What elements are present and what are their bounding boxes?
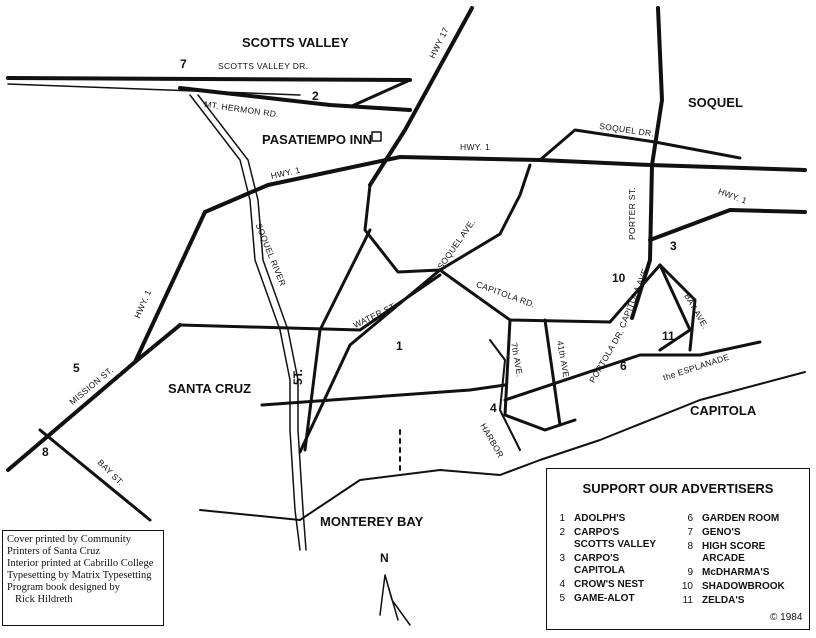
marker-8: 8 <box>42 445 49 459</box>
hwy1-east-road <box>648 208 807 242</box>
mt-hermon-connector <box>350 78 412 108</box>
scotts-valley-dr-road-lower <box>7 83 301 96</box>
road-label-porter: PORTER ST. <box>627 187 637 240</box>
marker-2: 2 <box>312 89 319 103</box>
copyright-text: © 1984 <box>770 612 803 623</box>
marker-4: 4 <box>490 401 497 415</box>
town-label-capitola: CAPITOLA <box>690 403 757 418</box>
hwy17-road <box>368 6 474 187</box>
water-st-road <box>318 228 372 332</box>
marker-11: 11 <box>662 329 675 343</box>
water-st-horizontal <box>178 273 442 332</box>
coastline <box>199 371 806 521</box>
town-label-santa-cruz: SANTA CRUZ <box>168 381 252 396</box>
soquel-river <box>189 94 301 551</box>
mt-hermon-road <box>178 86 412 112</box>
north-label: N <box>380 551 389 565</box>
pasatiempo-marker-icon <box>371 131 382 142</box>
road-label-fifth-st: 5T. <box>291 368 305 385</box>
scotts-valley-dr-road <box>6 76 412 82</box>
hwy1-left-road <box>133 210 207 364</box>
marker-6: 6 <box>620 359 627 373</box>
soquel-dr-road <box>538 128 742 162</box>
marker-3: 3 <box>670 239 677 253</box>
credits-line: Typesetting by Matrix Typesetting <box>7 570 152 581</box>
marker-7: 7 <box>180 57 187 71</box>
town-label-scotts-valley: SCOTTS VALLEY <box>242 35 349 50</box>
credits-line: Rick Hildreth <box>15 594 73 605</box>
north-arrow-icon <box>379 574 411 626</box>
marker-5: 5 <box>73 361 80 375</box>
hwy1-road <box>203 155 807 214</box>
capitola-ave-road <box>608 263 692 352</box>
bay-ave-road <box>658 263 697 352</box>
town-label-soquel: SOQUEL <box>688 95 743 110</box>
soquel-river-bank <box>197 94 307 551</box>
bay-st-road <box>38 428 152 522</box>
road-label-scotts-valley-dr: SCOTTS VALLEY DR. <box>218 61 309 71</box>
town-label-pasatiempo: PASATIEMPO INN <box>262 132 373 147</box>
credits-line: Interior printed at Cabrillo College <box>7 558 154 569</box>
advertisers-title: SUPPORT OUR ADVERTISERS <box>582 481 774 496</box>
credits-line: Printers of Santa Cruz <box>7 546 101 557</box>
santa-cruz-main-st <box>260 383 507 407</box>
town-label-monterey-bay: MONTEREY BAY <box>320 514 424 529</box>
credits-box: Cover printed by Community Printers of S… <box>2 530 164 626</box>
main-diagonal-road <box>298 268 442 454</box>
marker-10: 10 <box>612 271 626 285</box>
credits-line: Cover printed by Community <box>7 534 131 545</box>
marker-1: 1 <box>396 339 403 353</box>
porter-st-road <box>630 6 664 320</box>
road-label-hwy1-top: HWY. 1 <box>460 142 490 152</box>
forty-first-ave-road <box>543 318 562 427</box>
mission-st-road <box>6 323 182 472</box>
ocean-road <box>303 328 322 452</box>
portola-road <box>503 340 762 402</box>
credits-line: Program book designed by <box>7 582 120 593</box>
